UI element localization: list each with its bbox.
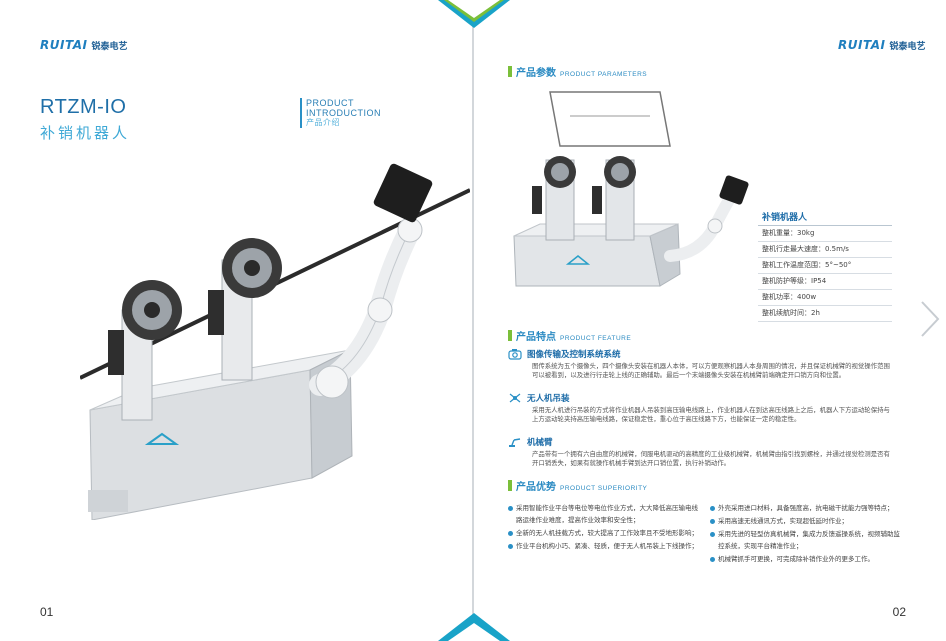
logo-mark: RUITAI bbox=[40, 38, 88, 52]
bullet-icon bbox=[710, 531, 715, 537]
feature-title: 机械臂 bbox=[527, 438, 553, 448]
parameters-header-cn: 产品参数 bbox=[516, 68, 556, 79]
advantage-item: 作业平台机构小巧、紧凑、轻质，便于无人机吊装上下线操作； bbox=[508, 540, 704, 552]
intro-line-2: INTRODUCTION bbox=[306, 108, 381, 118]
parameter-row: 整机行走最大速度：0.5m/s bbox=[758, 242, 892, 258]
advantage-item: 采用智能作业平台等电位等电位作业方式，大大降低高压输电线路运维作业难度，提高作业… bbox=[508, 502, 704, 526]
book-spine bbox=[472, 0, 474, 641]
section-marker bbox=[508, 66, 512, 77]
advantage-item: 全新的无人机挂载方式，较大提高了工作效率且不受地形影响； bbox=[508, 527, 704, 539]
features-header-cn: 产品特点 bbox=[516, 332, 556, 343]
page-number-left: 01 bbox=[40, 605, 54, 619]
features-header: 产品特点 PRODUCT FEATURE bbox=[508, 328, 631, 343]
parameters-header-en: PRODUCT PARAMETERS bbox=[560, 71, 648, 78]
logo-mark-right: RUITAI bbox=[838, 38, 886, 52]
right-page: RUITAI 锐泰电艺 产品参数 PRODUCT PARAMETERS bbox=[474, 0, 946, 641]
advantages-header-cn: 产品优势 bbox=[516, 482, 556, 493]
next-page-chevron-icon[interactable] bbox=[918, 298, 942, 340]
feature-body: 产品带有一个拥有六自由度的机械臂，伺服电机驱动的高精度的工业级机械臂，机械臂由指… bbox=[532, 450, 890, 467]
advantage-text: 外壳采用进口材料，具备强度高，抗电磁干扰能力强等特点； bbox=[718, 504, 894, 512]
parameters-table: 补销机器人 整机重量：30kg 整机行走最大速度：0.5m/s 整机工作温度范围… bbox=[758, 208, 892, 322]
feature-title: 图像传输及控制系统系统 bbox=[527, 350, 621, 360]
product-name-title: 补销机器人 bbox=[40, 124, 131, 142]
feature-body: 采用无人机进行吊装的方式将作业机器人吊装到高压输电线路上，作业机器人在到达高压线… bbox=[532, 406, 890, 423]
feature-item: 机械臂 产品带有一个拥有六自由度的机械臂，伺服电机驱动的高精度的工业级机械臂，机… bbox=[508, 436, 896, 468]
parameters-header: 产品参数 PRODUCT PARAMETERS bbox=[508, 64, 647, 79]
parameter-row: 整机续航时间：2h bbox=[758, 306, 892, 322]
advantage-item: 机械臂抓手可更换，可完成除补销作业外的更多工作。 bbox=[710, 553, 906, 565]
advantage-item: 采用先进的轻型仿真机械臂，集成力反馈遥操系统，视频辅助监控系统，实现平台精准作业… bbox=[710, 528, 906, 552]
logo-cn-text-right: 锐泰电艺 bbox=[889, 41, 926, 52]
features-header-en: PRODUCT FEATURE bbox=[560, 335, 632, 342]
robot-main-illustration bbox=[80, 163, 470, 520]
robot-params-illustration bbox=[513, 91, 749, 287]
camera-icon bbox=[508, 348, 522, 360]
bullet-icon bbox=[508, 505, 513, 511]
logo-cn-text: 锐泰电艺 bbox=[91, 41, 128, 52]
robot-arm-icon bbox=[508, 436, 522, 448]
advantages-header: 产品优势 PRODUCT SUPERIORITY bbox=[508, 478, 647, 493]
left-page: RUITAI 锐泰电艺 RTZM-IO 补销机器人 PRODUCT INTROD… bbox=[0, 0, 472, 641]
advantage-text: 机械臂抓手可更换，可完成除补销作业外的更多工作。 bbox=[718, 555, 874, 563]
advantage-text: 作业平台机构小巧、紧凑、轻质，便于无人机吊装上下线操作； bbox=[516, 542, 698, 550]
advantage-item: 采用高速无线通讯方式，实现超低延时作业； bbox=[710, 515, 906, 527]
product-intro-label: PRODUCT INTRODUCTION 产品介绍 bbox=[300, 98, 381, 128]
bullet-icon bbox=[710, 518, 715, 524]
advantages-left-column: 采用智能作业平台等电位等电位作业方式，大大降低高压输电线路运维作业难度，提高作业… bbox=[508, 502, 704, 553]
feature-body: 图传系统为五个摄像头，四个摄像头安装在机器人本体，可以方便观察机器人本身周围的情… bbox=[532, 362, 890, 379]
bullet-icon bbox=[508, 530, 513, 536]
page-number-right: 02 bbox=[892, 605, 906, 619]
company-logo: RUITAI 锐泰电艺 bbox=[40, 38, 127, 52]
bullet-icon bbox=[710, 505, 715, 511]
bottom-chevron-inner bbox=[448, 623, 500, 641]
intro-line-1: PRODUCT bbox=[306, 98, 354, 108]
company-logo-right: RUITAI 锐泰电艺 bbox=[838, 38, 925, 52]
parameter-row: 整机重量：30kg bbox=[758, 226, 892, 242]
product-model-title: RTZM-IO bbox=[40, 96, 127, 118]
advantage-item: 外壳采用进口材料，具备强度高，抗电磁干扰能力强等特点； bbox=[710, 502, 906, 514]
advantage-text: 采用智能作业平台等电位等电位作业方式，大大降低高压输电线路运维作业难度，提高作业… bbox=[516, 504, 698, 524]
parameter-row: 整机工作温度范围：5°~50° bbox=[758, 258, 892, 274]
advantage-text: 全新的无人机挂载方式，较大提高了工作效率且不受地形影响； bbox=[516, 529, 698, 537]
advantage-text: 采用先进的轻型仿真机械臂，集成力反馈遥操系统，视频辅助监控系统，实现平台精准作业… bbox=[718, 530, 900, 550]
advantages-header-en: PRODUCT SUPERIORITY bbox=[560, 485, 648, 492]
advantages-right-column: 外壳采用进口材料，具备强度高，抗电磁干扰能力强等特点； 采用高速无线通讯方式，实… bbox=[710, 502, 906, 566]
feature-title: 无人机吊装 bbox=[527, 394, 570, 404]
drone-icon bbox=[508, 392, 522, 404]
intro-cn: 产品介绍 bbox=[306, 118, 340, 127]
section-marker bbox=[508, 480, 512, 491]
parameter-row: 整机功率：400w bbox=[758, 290, 892, 306]
feature-item: 图像传输及控制系统系统 图传系统为五个摄像头，四个摄像头安装在机器人本体，可以方… bbox=[508, 348, 896, 380]
section-marker bbox=[508, 330, 512, 341]
parameter-row: 整机防护等级：IP54 bbox=[758, 274, 892, 290]
parameters-table-title: 补销机器人 bbox=[758, 208, 892, 226]
top-chevron-inner bbox=[448, 0, 500, 18]
bullet-icon bbox=[710, 556, 715, 562]
bullet-icon bbox=[508, 543, 513, 549]
advantage-text: 采用高速无线通讯方式，实现超低延时作业； bbox=[718, 517, 848, 525]
feature-item: 无人机吊装 采用无人机进行吊装的方式将作业机器人吊装到高压输电线路上，作业机器人… bbox=[508, 392, 896, 424]
